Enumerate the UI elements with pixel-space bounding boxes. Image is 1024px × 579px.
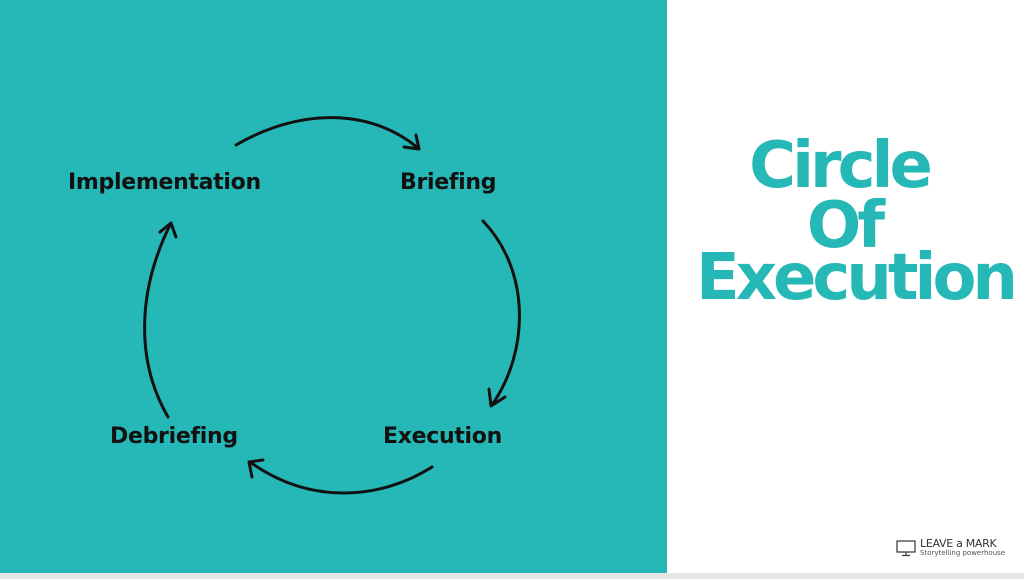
arrow-debriefing-to-implementation <box>143 221 178 419</box>
node-implementation: Implementation <box>68 170 261 195</box>
node-debriefing: Debriefing <box>110 424 238 449</box>
arrow-briefing-to-execution <box>481 219 521 408</box>
cycle-arrows <box>143 116 521 495</box>
bottom-strip <box>0 573 1024 579</box>
logo-tagline: Storytelling powerhouse <box>920 549 1006 557</box>
logo-name: LEAVE a MARK <box>920 537 997 550</box>
title-line-2: Of <box>806 189 885 263</box>
title-line-3: Execution <box>696 241 1018 315</box>
arrow-implementation-to-briefing <box>234 116 421 151</box>
node-briefing: Briefing <box>400 170 497 195</box>
title-line-1: Circle <box>749 129 933 203</box>
logo: LEAVE a MARK Storytelling powerhouse <box>896 538 1005 557</box>
node-execution: Execution <box>383 424 502 449</box>
arrow-execution-to-debriefing <box>247 458 434 495</box>
monitor-book-icon <box>896 539 916 556</box>
teal-panel <box>0 0 667 573</box>
